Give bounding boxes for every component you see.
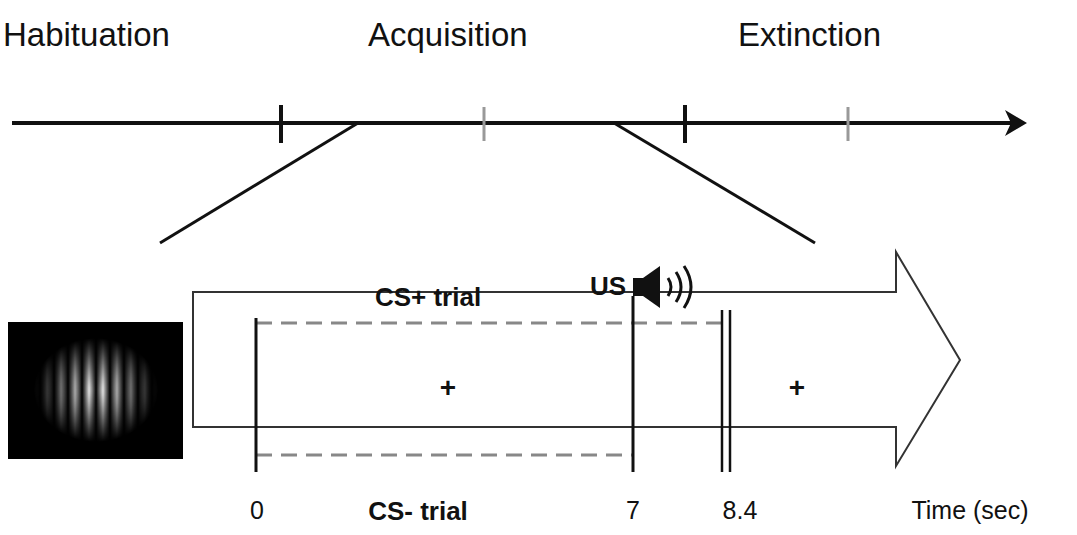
phase-label: Extinction bbox=[738, 18, 881, 51]
fixation-cross: + bbox=[789, 374, 805, 402]
phase-label: Habituation bbox=[3, 18, 170, 51]
fixation-cross: + bbox=[440, 374, 456, 402]
us-label: US bbox=[590, 273, 626, 299]
time-tick: 7 bbox=[626, 498, 640, 523]
phase-label: Acquisition bbox=[368, 18, 528, 51]
trial-label: CS- trial bbox=[368, 498, 468, 524]
axis-label: Time (sec) bbox=[911, 498, 1028, 523]
trial-label: CS+ trial bbox=[375, 284, 481, 310]
time-tick: 8.4 bbox=[723, 498, 758, 523]
time-tick: 0 bbox=[250, 498, 264, 523]
